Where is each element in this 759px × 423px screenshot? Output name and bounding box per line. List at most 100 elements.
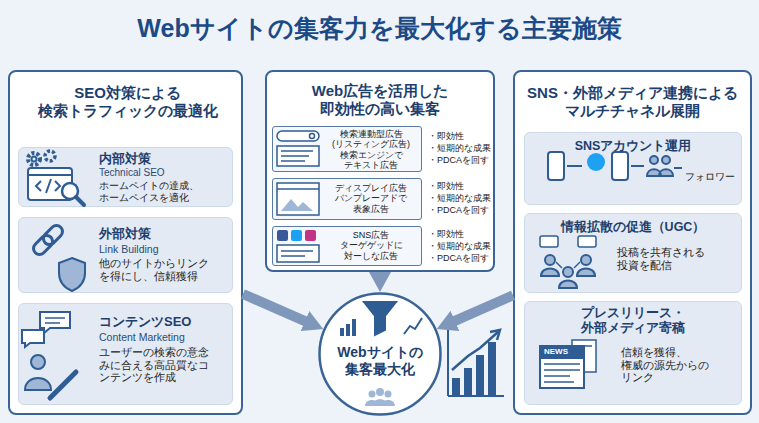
growth-chart-icon (448, 330, 504, 396)
social-ad-icon-part (291, 230, 302, 241)
node-heading: ディスプレイ広告 バンプレーアドで 表象広告 (323, 183, 419, 214)
newspaper-icon-part (540, 346, 584, 388)
node-text: Technical SEO (99, 167, 229, 179)
growth-chart-icon-part (452, 378, 460, 396)
magnifier-icon-part (76, 197, 84, 205)
node-heading: Webサイトの 集客最大化 (318, 344, 442, 378)
chain-link-icon-part (31, 233, 55, 257)
search-ad-icon-part (281, 155, 309, 157)
bullet-point: ・PDCAを回す (428, 205, 489, 216)
ugc-people-icon-part (581, 255, 591, 265)
newspaper-icon-part (544, 369, 580, 371)
ugc-people-icon-part (563, 267, 573, 277)
node-heading: 検索連動型広告 (リスティング広告) 検索エンジンで テキスト広告 (323, 129, 419, 170)
node-heading: SNS広告 ターゲゲッドに 対ーしな広告 (323, 230, 419, 261)
newspaper-icon-part (572, 340, 596, 372)
growth-chart-icon-part (476, 355, 484, 396)
node-heading: Web広告を活用した 即効性の高い集客 (280, 82, 480, 118)
tactic-box: 外部対策Link Building他のサイトからリンク を得にし、信頼獲得 (18, 217, 233, 293)
bullet-point: ・即効性 (428, 131, 464, 142)
node-heading: SNS・外部メディア連携による マルチチャネル展開 (520, 84, 745, 120)
tactic-box: プレスリリース・ 外部メディア寄稿NEWS信頼を獲得、 権威の源先からの リンク (524, 301, 742, 405)
bullet-point: ・即効性 (428, 181, 464, 192)
ugc-people-icon-part (545, 255, 555, 265)
sns-flow-icon-part (650, 156, 658, 164)
goal-circle: Webサイトの 集客最大化 (318, 292, 442, 416)
newspaper-icon-part (540, 346, 584, 358)
sns-flow-icon-part (612, 152, 628, 180)
ugc-people-icon-part (578, 236, 596, 247)
node-text: フォロワー (685, 171, 741, 183)
person-icon-part (31, 355, 45, 369)
flow-arrow (375, 272, 385, 282)
node-heading: 外部対策 (99, 226, 229, 242)
tactic-box: 内部対策Technical SEOホームペイトの達成、 ホームペイスを適化 (18, 147, 233, 207)
category-panel: SEO対策による 検索トラフィックの最適化内部対策Technical SEOホー… (8, 70, 243, 415)
category-panel: SNS・外部メディア連携による マルチチャネル展開 SNSアカウント運用フォロワー… (513, 70, 752, 415)
ad-type-box: SNS広告 ターゲゲッドに 対ーしな広告 (272, 226, 422, 266)
mini-line-chart (404, 318, 422, 334)
sns-flow-icon-part (567, 165, 582, 167)
sns-flow-icon-part (587, 153, 605, 171)
sns-flow-icon-part (662, 156, 670, 164)
node-text: Link Building (99, 243, 229, 256)
growth-chart-icon-part (488, 342, 496, 396)
chain-link-icon-part (41, 223, 65, 247)
node-heading: SEO対策による 検索トラフィックの最適化 (25, 84, 230, 120)
tactic-box: SNSアカウント運用フォロワー (524, 132, 742, 205)
node-text: Content Marketing (99, 331, 229, 344)
sns-flow-icon-part (631, 165, 644, 167)
node-heading: SNSアカウント運用 (525, 139, 741, 154)
search-ad-icon-part (277, 146, 319, 166)
shield-icon (59, 258, 85, 291)
display-ad-icon-part (277, 183, 319, 215)
tactic-box: コンテンツSEOContent Marketingユーザーの検索の意念 みに合え… (18, 303, 233, 405)
newspaper-icon-part (544, 375, 570, 377)
people-icon-part (369, 391, 376, 398)
magnifier-icon (62, 183, 84, 205)
search-ad-icon-part (310, 134, 315, 139)
bullet-point: ・短期的な成果 (428, 143, 491, 154)
mini-bar-chart-part (340, 328, 344, 336)
tactic-box: 情報拡散の促進（UGC）投稿を共有される 投資を配信 (524, 213, 742, 293)
people-icon-part (376, 388, 384, 396)
newspaper-icon-part (576, 345, 592, 347)
bullet-point: ・PDCAを回す (428, 155, 489, 166)
growth-chart-icon-part (490, 330, 500, 340)
sns-flow-icon (548, 152, 682, 180)
chain-link-icon (31, 223, 65, 257)
diagram-title: Webサイトの集客力を最大化する主要施策 (0, 13, 759, 43)
growth-chart-icon-part (448, 395, 504, 397)
sns-flow-icon-part (548, 152, 564, 180)
speech-bubble-icon-part (45, 317, 65, 319)
node-text: NEWS (544, 347, 584, 356)
icon-set (22, 131, 682, 406)
search-ad-icon-part (277, 131, 319, 141)
sns-flow-icon-part (647, 169, 673, 176)
display-ad-icon (277, 183, 319, 215)
node-heading: プレスリリース・ 外部メディア寄稿 (558, 306, 708, 336)
node-heading: 内部対策 (99, 151, 229, 167)
growth-chart-icon-part (452, 332, 498, 370)
gear-icon-part (28, 153, 40, 165)
pencil-icon (50, 372, 76, 398)
ugc-people-icon-part (574, 262, 580, 268)
ad-type-box: 検索連動型広告 (リスティング広告) 検索エンジンで テキスト広告 (272, 126, 422, 172)
gear-icon-part (45, 151, 55, 161)
search-ad-icon-part (281, 160, 305, 162)
social-ad-icon-part (277, 230, 288, 241)
node-heading: 情報拡散の促進（UGC） (525, 220, 741, 235)
flow-arrow (243, 294, 314, 325)
gear-icon (28, 151, 55, 165)
speech-bubble-icon-part (40, 312, 70, 333)
person-icon-part (25, 378, 51, 390)
ugc-people-icon-part (540, 236, 558, 247)
ugc-people-icon (540, 236, 596, 288)
people-icon-part (365, 399, 395, 406)
sns-flow-icon-part (674, 167, 682, 169)
code-window-icon-part (36, 179, 60, 193)
social-ad-icon-part (281, 255, 305, 257)
mini-bar-chart (340, 319, 356, 336)
display-ad-icon-part (277, 188, 319, 190)
